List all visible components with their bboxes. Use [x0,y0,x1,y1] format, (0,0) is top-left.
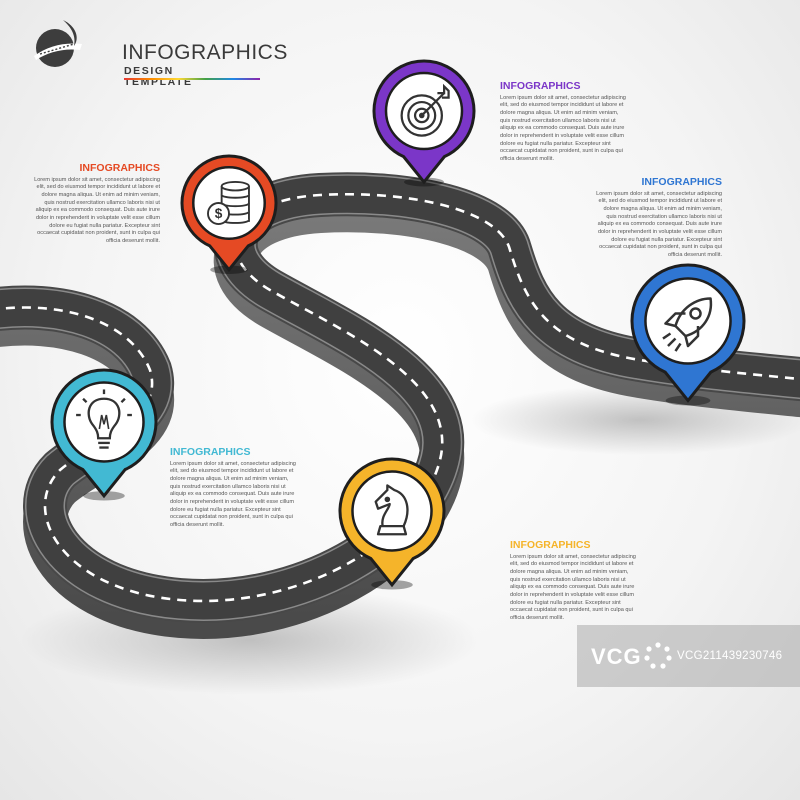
text-block-step-4: INFOGRAPHICS Lorem ipsum dolor sit amet,… [510,539,638,623]
pin-step-1 [50,368,158,501]
block-title: INFOGRAPHICS [510,539,591,551]
header: INFOGRAPHICS DESIGN TEMPLATE [30,16,287,87]
header-subtitle: DESIGN TEMPLATE [124,65,193,88]
pin-step-3 [372,59,476,187]
watermark-logo: VCG [591,644,642,669]
pin-icon-disc [644,277,732,365]
watermark-burst-icon [644,642,672,669]
block-body: Lorem ipsum dolor sit amet, consectetur … [170,460,296,529]
chess-knight-icon [374,484,409,536]
watermark-id: VCG211439230746 [677,650,783,662]
block-title: INFOGRAPHICS [641,176,722,188]
block-body: Lorem ipsum dolor sit amet, consectetur … [596,190,722,259]
text-block-step-5: INFOGRAPHICS Lorem ipsum dolor sit amet,… [594,176,722,260]
target-icon [400,83,450,137]
lightbulb-icon [76,389,132,449]
pin-icon-disc [384,71,464,151]
text-block-step-3: INFOGRAPHICS Lorem ipsum dolor sit amet,… [500,80,628,164]
rocket-icon [662,297,713,352]
pin-step-4 [338,457,446,590]
text-block-step-2: INFOGRAPHICS Lorem ipsum dolor sit amet,… [32,162,160,246]
pin-icon-disc [351,470,433,552]
watermark: VCG VCG211439230746 [577,625,800,687]
pins-layer: $ [50,59,746,590]
block-body: Lorem ipsum dolor sit amet, consectetur … [510,553,636,622]
coins-icon: $ [207,181,250,225]
svg-text:$: $ [215,206,223,221]
pin-step-2: $ [180,154,278,274]
header-title: INFOGRAPHICS [122,41,288,64]
text-block-step-1: INFOGRAPHICS Lorem ipsum dolor sit amet,… [170,446,298,530]
pin-step-5 [630,263,746,406]
block-body: Lorem ipsum dolor sit amet, consectetur … [500,94,626,163]
block-title: INFOGRAPHICS [500,80,581,92]
block-title: INFOGRAPHICS [170,446,251,458]
block-body: Lorem ipsum dolor sit amet, consectetur … [34,176,160,245]
brand-logo-icon [34,20,82,67]
header-color-rule [124,78,260,80]
block-title: INFOGRAPHICS [79,162,160,174]
